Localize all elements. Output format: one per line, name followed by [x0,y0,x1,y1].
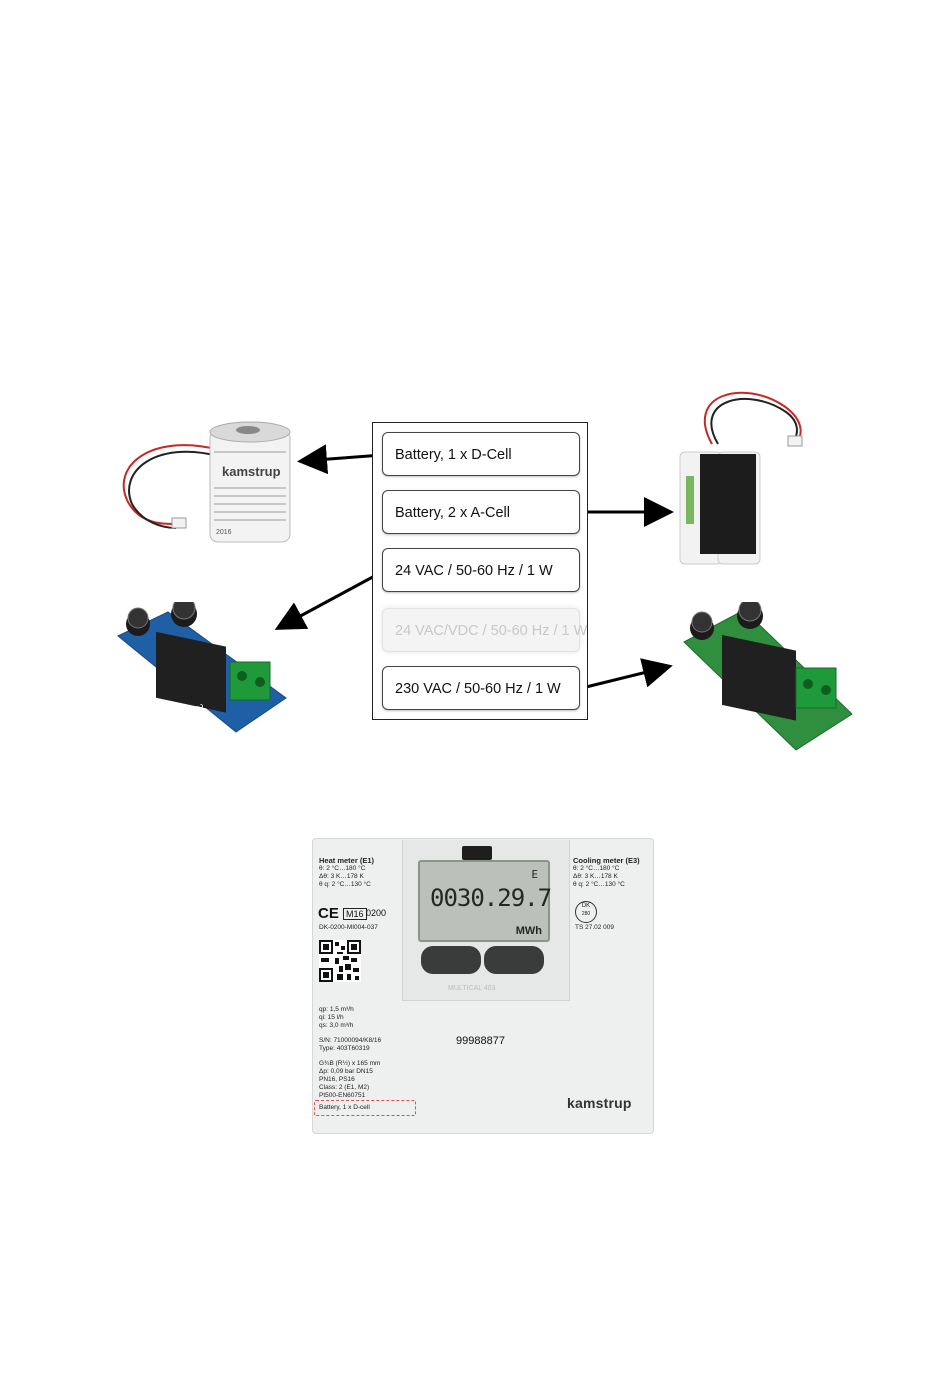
pack-tape [700,454,756,554]
notified-body-number: 0200 [366,908,387,918]
pack-wire-red [703,391,802,445]
meter-button-left[interactable] [421,946,481,974]
battery-wire-red [122,444,221,525]
arrow-to-24vac-board [274,570,383,630]
heat-meter-title: Heat meter (E1) [319,856,375,865]
spec-line-1: G¾B (R½) x 165 mm [319,1060,381,1067]
lcd-unit: MWh [515,925,542,937]
dcell-battery-image: kamstrup 2016 [122,421,291,543]
meter-spec-block: G¾B (R½) x 165 mm Δp: 0,09 bar DN15 PN16… [319,1060,380,1100]
qr-code-icon [319,940,361,982]
spec-line-4: Class: 2 (E1, M2) [319,1084,370,1091]
flow-line-2: qi: 15 l/h [319,1014,344,1021]
arrow-to-230vac-board [581,658,673,690]
metrology-mark: M16 [343,908,367,920]
meter-flow-block: qp: 1,5 m³/h qi: 15 l/h qs: 3,0 m³/h [319,1006,354,1030]
arrows-layer [274,444,674,690]
meter-lcd: E 0030.29.7 MWh [418,860,552,942]
power-supply-options-panel: Battery, 1 x D-Cell Battery, 2 x A-Cell … [372,422,588,720]
arrow-to-dcell [297,444,383,475]
option-230vac[interactable]: 230 VAC / 50-60 Hz / 1 W [382,666,580,710]
cooling-meter-line-3: θ q: 2 °C…130 °C [573,881,625,888]
supply-board-230vac-image [683,602,853,751]
power-label-highlight [314,1100,416,1116]
meter-optical-port [462,846,492,860]
spec-line-2: Δp: 0,09 bar DN15 [319,1068,373,1075]
type-number: Type: 403T60319 [319,1045,370,1052]
flow-line-3: qs: 3,0 m³/h [319,1022,354,1029]
lcd-value: 0030.29.7 [430,884,552,912]
dk-seal-number: 280 [581,911,591,917]
option-battery-1-d-cell[interactable]: Battery, 1 x D-Cell [382,432,580,476]
power-supply-label: Battery, 1 x D-cell [319,1104,370,1111]
customer-number: 99988877 [456,1035,505,1047]
cooling-meter-line-1: θ: 2 °C…180 °C [573,865,620,872]
heat-meter-line-2: Δθ: 3 K…178 K [319,873,364,880]
supply-board-24vac-image: 24 VAC [117,602,287,734]
spec-line-5: Pt500-EN60751 [319,1092,366,1099]
pack-connector [787,435,803,447]
cooling-meter-title: Cooling meter (E3) [573,856,640,865]
lcd-indicator: E [531,868,538,881]
meter-right-block: Cooling meter (E3) θ: 2 °C…180 °C Δθ: 3 … [573,857,640,889]
dk-seal-text: DK [581,903,591,909]
heat-meter-line-1: θ: 2 °C…180 °C [319,865,366,872]
option-battery-2-a-cell[interactable]: Battery, 2 x A-Cell [382,490,580,534]
cooling-meter-line-2: Δθ: 3 K…178 K [573,873,618,880]
battery-brand-text: kamstrup [222,464,281,479]
ts-approval: TS 27.02 009 [575,924,615,931]
ce-mark: CE [318,905,339,922]
spec-line-3: PN16, PS16 [319,1076,355,1083]
meter-bottom-strip: MULTICAL 403 [448,985,496,992]
transformer [156,631,226,713]
heat-meter-line-3: θ q: 2 °C…130 °C [319,881,371,888]
meter-left-block: Heat meter (E1) θ: 2 °C…180 °C Δθ: 3 K…1… [319,857,374,889]
meter-button-right[interactable] [484,946,544,974]
battery-print-lines [214,451,286,521]
acell-battery-image [679,391,803,565]
meter-id-block: S/N: 71000094/K8/16 Type: 403T60319 [319,1037,381,1053]
battery-wire-black [128,450,219,529]
meter-brand-logo: kamstrup [567,1095,632,1111]
dk-approval-seal-icon: DK 280 [575,901,597,923]
option-24vac[interactable]: 24 VAC / 50-60 Hz / 1 W [382,548,580,592]
option-24vac-vdc-disabled: 24 VAC/VDC / 50-60 Hz / 1 W [382,608,587,652]
battery-connector [171,517,187,529]
pack-wire-black [710,398,798,445]
approval-number: DK-0200-MI004-037 [319,924,378,931]
flow-line-1: qp: 1,5 m³/h [319,1006,354,1013]
serial-number: S/N: 71000094/K8/16 [319,1037,382,1044]
battery-year-text: 2016 [216,529,232,536]
transformer [722,634,796,721]
